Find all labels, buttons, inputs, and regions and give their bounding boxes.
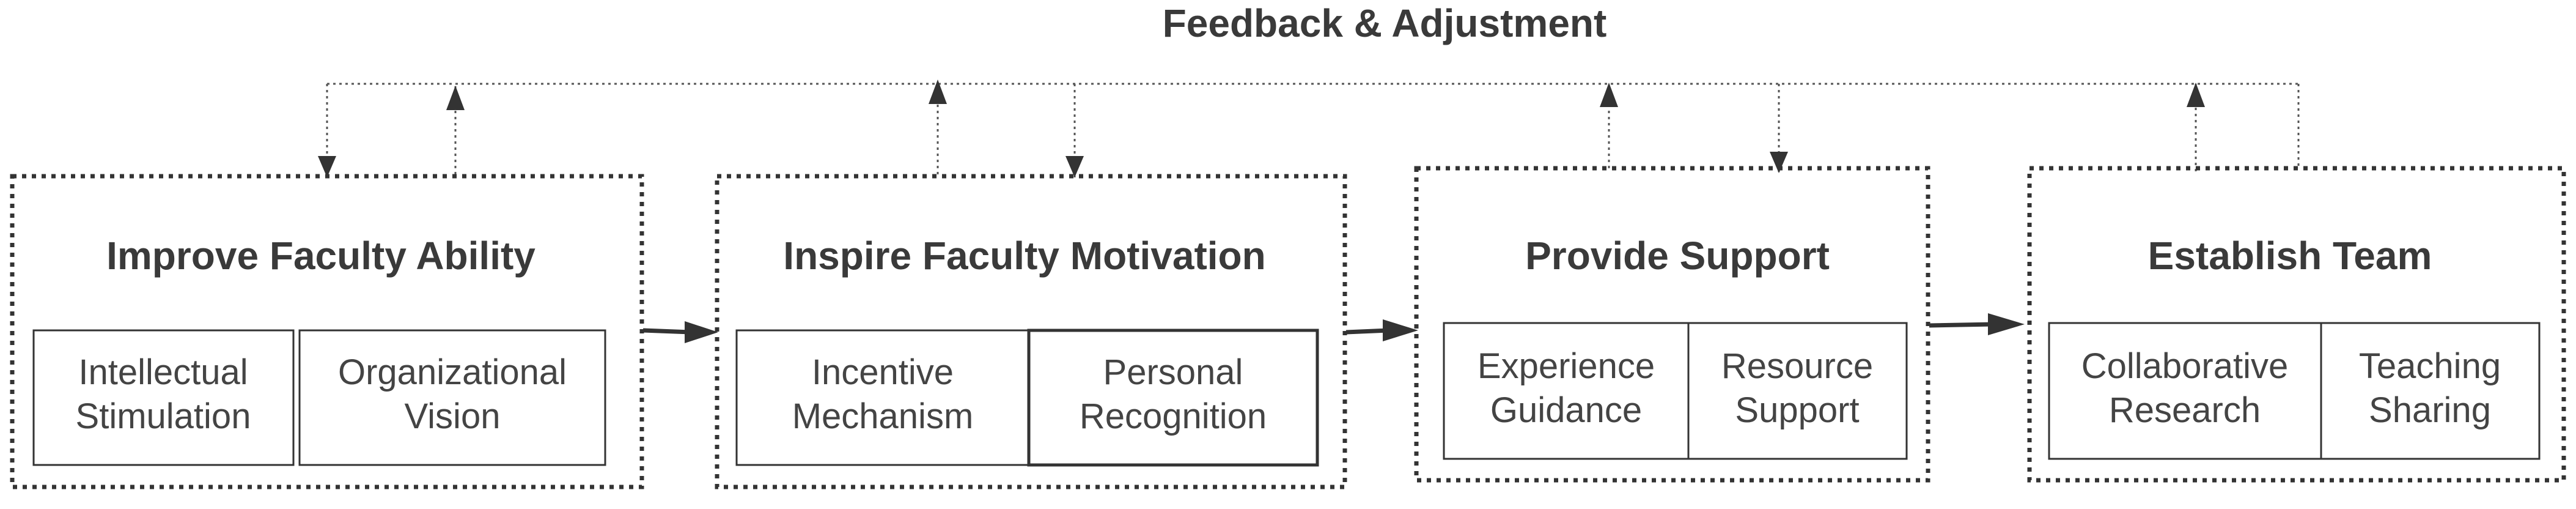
- diagram-title: Feedback & Adjustment: [1163, 1, 1607, 45]
- item-label-line1: Resource: [1721, 346, 1873, 386]
- stage-title: Inspire Faculty Motivation: [783, 234, 1265, 278]
- item-box: [1443, 322, 1690, 460]
- item-box: [1027, 329, 1319, 467]
- arrowhead-up-stage-2: [929, 80, 947, 104]
- arrowhead-up-stage-3: [1600, 83, 1618, 107]
- item-box: [1687, 322, 1908, 460]
- item-label-line1: Intellectual: [78, 352, 248, 392]
- stage-frame: [715, 174, 1347, 489]
- item-label-line1: Experience: [1478, 346, 1655, 386]
- item-label-line2: Stimulation: [76, 396, 251, 436]
- stage-title: Improve Faculty Ability: [106, 234, 535, 278]
- arrowhead-down-stage-2: [1065, 156, 1084, 177]
- stage-title: Provide Support: [1525, 234, 1830, 278]
- flow-arrow-1-2: [642, 328, 691, 335]
- stage-establish-team: Establish Team Collaborative Research Te…: [2027, 166, 2566, 483]
- item-label-line1: Incentive: [812, 352, 954, 392]
- flow-arrowhead-1-2: [685, 321, 718, 343]
- item-box: [735, 329, 1030, 466]
- item-label-line1: Organizational: [338, 352, 567, 392]
- item-label-line2: Guidance: [1490, 390, 1642, 430]
- item-box: [2320, 322, 2541, 460]
- flow-arrowhead-3-4: [1988, 313, 2025, 335]
- arrowhead-down-stage-3: [1770, 152, 1788, 173]
- item-label-line1: Collaborative: [2081, 346, 2289, 386]
- item-label-line2: Research: [2109, 390, 2261, 430]
- item-label-line2: Mechanism: [792, 396, 974, 436]
- item-box: [32, 329, 295, 466]
- arrowhead-down-stage-1: [318, 156, 336, 177]
- stage-frame: [1414, 166, 1930, 483]
- stage-inspire-faculty-motivation: Inspire Faculty Motivation Incentive Mec…: [715, 174, 1347, 489]
- item-box: [2048, 322, 2322, 460]
- flow-arrow-3-4: [1929, 322, 1995, 328]
- item-label-line1: Personal: [1103, 352, 1243, 392]
- item-label-line2: Recognition: [1080, 396, 1267, 436]
- arrowhead-up-stage-4: [2187, 83, 2205, 107]
- stage-frame: [2027, 166, 2566, 483]
- item-label-line2: Support: [1735, 390, 1859, 430]
- arrowhead-up-stage-1: [446, 86, 465, 110]
- item-label-line2: Sharing: [2369, 390, 2491, 430]
- stage-title: Establish Team: [2148, 234, 2432, 278]
- item-box: [298, 329, 606, 466]
- stage-provide-support: Provide Support Experience Guidance Reso…: [1414, 166, 1930, 483]
- item-label-line1: Teaching: [2359, 346, 2501, 386]
- stage-frame: [10, 174, 644, 489]
- flow-arrowhead-2-3: [1383, 319, 1418, 341]
- stage-improve-faculty-ability: Improve Faculty Ability Intellectual Sti…: [10, 174, 644, 489]
- flow-arrow-2-3: [1345, 328, 1389, 335]
- item-label-line2: Vision: [405, 396, 501, 436]
